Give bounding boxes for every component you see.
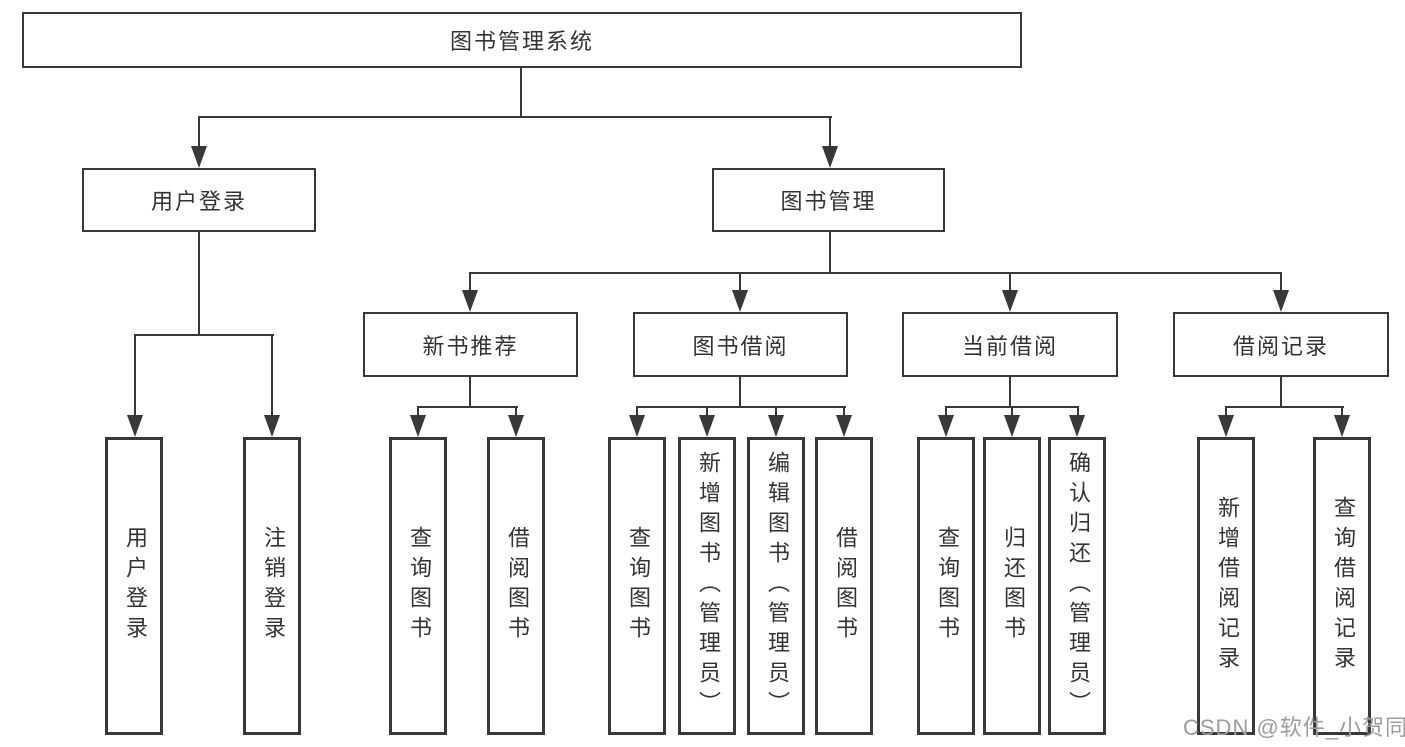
connector-line <box>198 116 200 146</box>
arrow-down-icon <box>1069 415 1085 437</box>
arrow-down-icon <box>732 290 748 312</box>
node-book-management: 图书管理 <box>712 168 945 232</box>
arrow-down-icon <box>462 290 478 312</box>
leaf-add-borrow-record: 新增借阅记录 <box>1197 437 1255 735</box>
connector-line <box>1077 406 1079 416</box>
connector-line <box>417 406 419 416</box>
connector-line <box>515 406 517 416</box>
connector-line <box>198 116 832 118</box>
connector-line <box>829 232 831 273</box>
connector-line <box>271 334 273 416</box>
arrow-down-icon <box>699 415 715 437</box>
leaf-query-books-borrow: 查询图书 <box>608 437 666 735</box>
leaf-logout: 注销登录 <box>243 437 301 735</box>
connector-line <box>1280 272 1282 291</box>
connector-line <box>1009 272 1011 291</box>
leaf-edit-books-admin: 编辑图书（管理员） <box>747 437 805 735</box>
connector-line <box>706 406 708 416</box>
connector-line <box>636 406 638 416</box>
leaf-user-login: 用户登录 <box>105 437 163 735</box>
connector-line <box>198 232 200 335</box>
connector-line <box>134 334 136 416</box>
connector-line <box>775 406 777 416</box>
leaf-add-books-admin: 新增图书（管理员） <box>678 437 736 735</box>
node-current-borrow: 当前借阅 <box>902 312 1118 377</box>
leaf-query-books-recommend: 查询图书 <box>389 437 447 735</box>
arrow-down-icon <box>191 146 207 168</box>
node-user-login: 用户登录 <box>82 168 316 232</box>
leaf-return-books: 归还图书 <box>983 437 1041 735</box>
connector-line <box>469 272 471 291</box>
arrow-down-icon <box>1002 290 1018 312</box>
arrow-down-icon <box>1004 415 1020 437</box>
connector-line <box>469 377 471 407</box>
connector-line <box>843 406 845 416</box>
arrow-down-icon <box>836 415 852 437</box>
leaf-query-books-current: 查询图书 <box>917 437 975 735</box>
node-borrow-records: 借阅记录 <box>1173 312 1389 377</box>
connector-line <box>739 272 741 291</box>
leaf-borrow-books: 借阅图书 <box>815 437 873 735</box>
connector-line <box>469 272 1282 274</box>
arrow-down-icon <box>938 415 954 437</box>
arrow-down-icon <box>1273 290 1289 312</box>
arrow-down-icon <box>410 415 426 437</box>
connector-line <box>1009 377 1011 407</box>
arrow-down-icon <box>822 146 838 168</box>
connector-line <box>417 406 518 408</box>
node-root: 图书管理系统 <box>22 12 1022 68</box>
arrow-down-icon <box>1218 415 1234 437</box>
connector-line <box>636 406 846 408</box>
leaf-query-borrow-record: 查询借阅记录 <box>1313 437 1371 735</box>
arrow-down-icon <box>127 415 143 437</box>
connector-line <box>1011 406 1013 416</box>
connector-line <box>945 406 947 416</box>
connector-line <box>1225 406 1227 416</box>
leaf-confirm-return-admin: 确认归还（管理员） <box>1048 437 1106 735</box>
node-new-book-recommend: 新书推荐 <box>363 312 578 377</box>
connector-line <box>520 68 522 117</box>
arrow-down-icon <box>264 415 280 437</box>
node-book-borrow: 图书借阅 <box>633 312 848 377</box>
connector-line <box>829 116 831 146</box>
connector-line <box>1225 406 1344 408</box>
connector-line <box>1280 377 1282 407</box>
arrow-down-icon <box>629 415 645 437</box>
arrow-down-icon <box>508 415 524 437</box>
watermark: CSDN @软件_小贺同学 <box>1183 715 1405 740</box>
arrow-down-icon <box>768 415 784 437</box>
leaf-borrow-books-recommend: 借阅图书 <box>487 437 545 735</box>
connector-line <box>739 377 741 407</box>
arrow-down-icon <box>1334 415 1350 437</box>
connector-line <box>134 334 274 336</box>
connector-line <box>1341 406 1343 416</box>
